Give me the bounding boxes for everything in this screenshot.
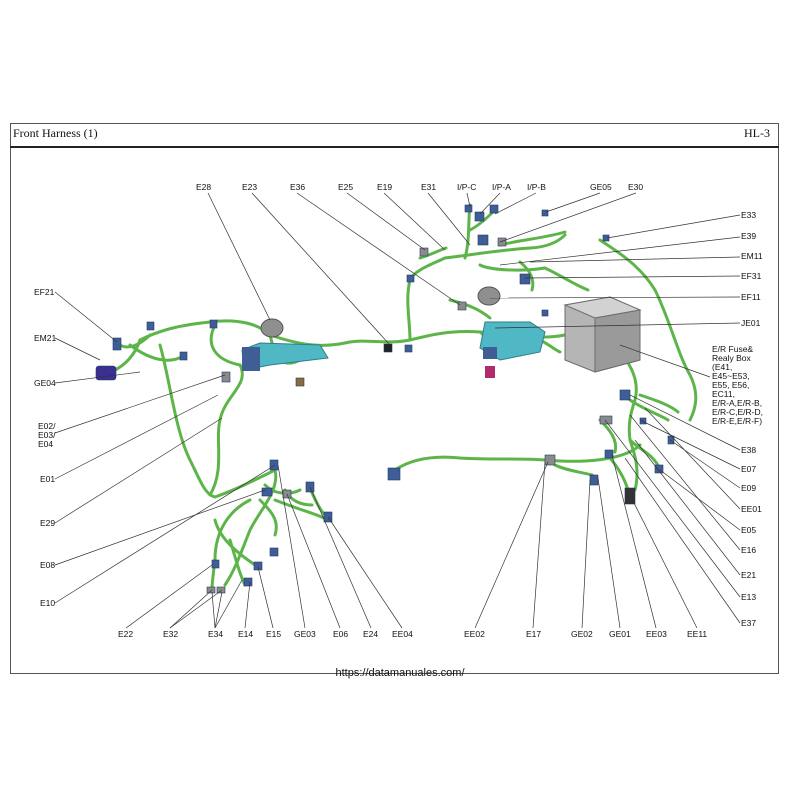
connectors — [95, 204, 675, 594]
label-er-fuse-8: E/R-C,E/R-D, — [712, 407, 763, 417]
label-e23: E23 — [242, 182, 257, 192]
label-e34: E34 — [208, 629, 223, 639]
label-ee04: EE04 — [392, 629, 413, 639]
label-e03: E03/ — [38, 430, 56, 440]
leader-lines — [54, 192, 741, 629]
er-fuse-relay-box — [563, 296, 642, 373]
page-title: Front Harness (1) — [13, 126, 98, 140]
label-e10: E10 — [40, 598, 55, 608]
label-ge01: GE01 — [609, 629, 631, 639]
label-ip-a: I/P-A — [492, 182, 511, 192]
label-e30: E30 — [628, 182, 643, 192]
label-e17: E17 — [526, 629, 541, 639]
label-je01: JE01 — [741, 318, 761, 328]
label-e33: E33 — [741, 210, 756, 220]
label-e06: E06 — [333, 629, 348, 639]
label-e09: E09 — [741, 483, 756, 493]
label-er-fuse-7: E/R-A,E/R-B, — [712, 398, 762, 408]
label-e22: E22 — [118, 629, 133, 639]
page-number: HL-3 — [744, 126, 770, 140]
label-em21: EM21 — [34, 333, 56, 343]
label-er-fuse-2: Realy Box — [712, 353, 751, 363]
harness-wires — [113, 203, 698, 592]
page-frame — [10, 123, 779, 674]
label-e37: E37 — [741, 618, 756, 628]
label-e14: E14 — [238, 629, 253, 639]
label-ip-b: I/P-B — [527, 182, 546, 192]
label-e29: E29 — [40, 518, 55, 528]
label-ee01: EE01 — [741, 504, 762, 514]
label-e19: E19 — [377, 182, 392, 192]
label-e21: E21 — [741, 570, 756, 580]
label-ef31: EF31 — [741, 271, 762, 281]
label-ge05: GE05 — [590, 182, 612, 192]
junction-block-je01 — [479, 321, 546, 378]
label-e16: E16 — [741, 545, 756, 555]
label-e08: E08 — [40, 560, 55, 570]
label-e36: E36 — [290, 182, 305, 192]
label-e24: E24 — [363, 629, 378, 639]
label-ip-c: I/P-C — [457, 182, 476, 192]
label-ge02: GE02 — [571, 629, 593, 639]
label-e32: E32 — [163, 629, 178, 639]
label-ee02: EE02 — [464, 629, 485, 639]
label-e39: E39 — [741, 231, 756, 241]
label-e07: E07 — [741, 464, 756, 474]
label-er-fuse-1: E/R Fuse& — [712, 344, 753, 354]
label-ge03: GE03 — [294, 629, 316, 639]
label-e15: E15 — [266, 629, 281, 639]
label-e13: E13 — [741, 592, 756, 602]
label-er-fuse-9: E/R-E,E/R-F) — [712, 416, 762, 426]
label-e25: E25 — [338, 182, 353, 192]
label-e01: E01 — [40, 474, 55, 484]
label-e31: E31 — [421, 182, 436, 192]
label-ge04: GE04 — [34, 378, 56, 388]
label-er-fuse-5: E55, E56, — [712, 380, 749, 390]
label-e05: E05 — [741, 525, 756, 535]
label-e04: E04 — [38, 439, 53, 449]
source-url[interactable]: https://datamanuales.com/ — [335, 667, 465, 679]
label-er-fuse-6: EC11, — [712, 389, 735, 399]
label-ef11: EF11 — [741, 292, 761, 302]
label-em11: EM11 — [741, 251, 763, 261]
label-e02: E02/ — [38, 421, 56, 431]
label-e38: E38 — [741, 445, 756, 455]
callout-labels: E28 E23 E36 E25 E19 E31 I/P-C I/P-A I/P-… — [34, 182, 763, 639]
grommets — [260, 286, 501, 338]
label-er-fuse-4: E45~E53, — [712, 371, 750, 381]
header-rule — [10, 146, 779, 148]
junction-block-left — [241, 342, 329, 371]
label-ee03: EE03 — [646, 629, 667, 639]
label-ee11: EE11 — [687, 629, 707, 639]
label-ef21: EF21 — [34, 287, 55, 297]
label-er-fuse-3: (E41, — [712, 362, 732, 372]
label-e28: E28 — [196, 182, 211, 192]
